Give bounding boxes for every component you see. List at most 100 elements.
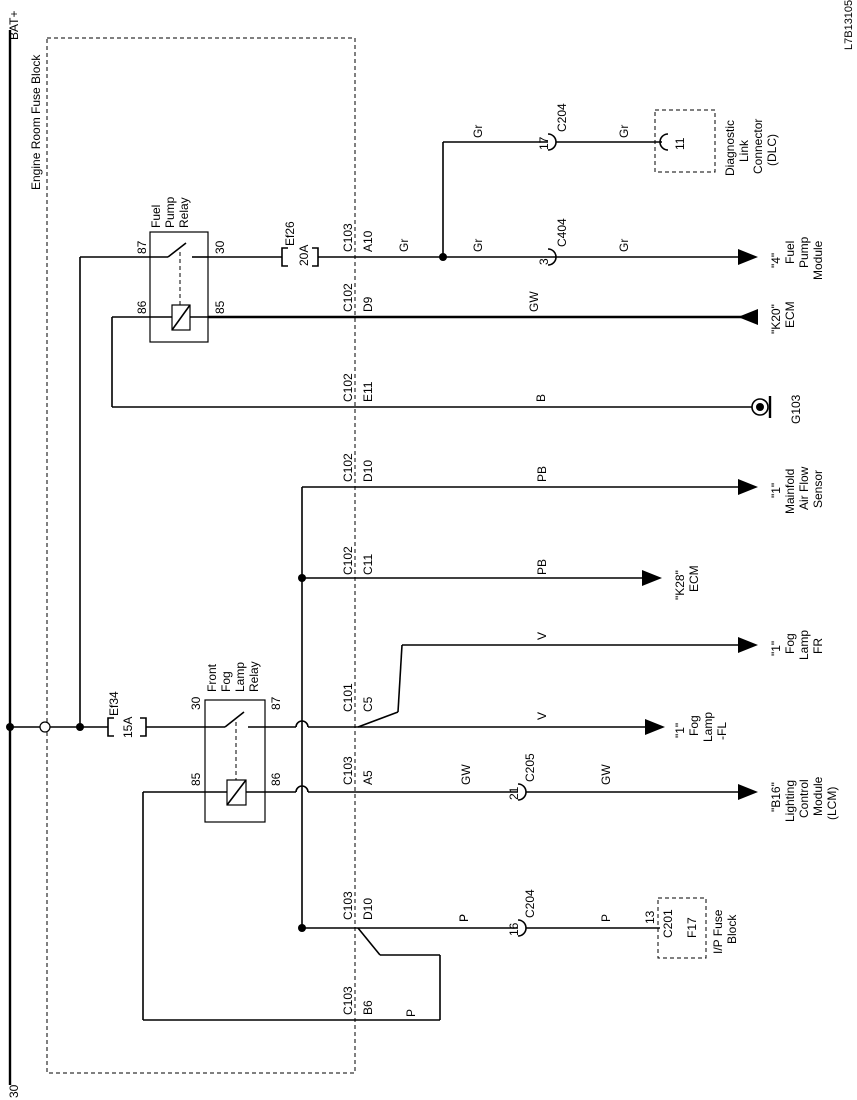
fog-fl-line-3: -FL bbox=[715, 722, 729, 740]
c204-ip-wire-out: P bbox=[599, 914, 613, 922]
fog-fr-ref: "1" bbox=[769, 641, 783, 656]
ecm-k28-ref: "K28" bbox=[673, 570, 687, 600]
fog-relay-pin-86: 86 bbox=[269, 772, 283, 786]
c204-ip-name: C204 bbox=[523, 889, 537, 918]
circuit-1-pin: D9 bbox=[361, 296, 375, 312]
fuel-relay-name-2: Pump bbox=[163, 196, 177, 228]
c404-connector bbox=[547, 248, 557, 266]
maf-arrow-icon bbox=[738, 479, 758, 495]
c404-pin: 3 bbox=[537, 258, 551, 265]
circuit-3-wire: PB bbox=[535, 466, 549, 482]
fuel-relay-name-3: Relay bbox=[177, 197, 191, 228]
fuel-pump-line-1: Fuel bbox=[783, 241, 797, 264]
dlc-pin: 11 bbox=[673, 137, 687, 150]
dlc-line-1: Diagnostic bbox=[723, 120, 737, 176]
ground-name: G103 bbox=[789, 394, 803, 424]
ip-fuse-box bbox=[657, 897, 707, 959]
fuel-pump-line-3: Module bbox=[811, 240, 825, 280]
fog-fl-ref: "1" bbox=[673, 723, 687, 738]
lcm-line-3: Module bbox=[811, 776, 825, 816]
fog-fr-line-2: Lamp bbox=[797, 630, 811, 660]
maf-line-2: Air Flow bbox=[797, 466, 811, 510]
fuel-relay-name-1: Fuel bbox=[149, 205, 163, 228]
fog-relay-pin-30: 30 bbox=[189, 696, 203, 710]
fog-relay-pin-85: 85 bbox=[189, 772, 203, 786]
fog-fr-branch-riser bbox=[397, 644, 403, 713]
ef34-fuse-left bbox=[107, 717, 114, 737]
battery-label: BAT+ bbox=[7, 11, 21, 40]
fog-relay-switch-arm bbox=[224, 711, 245, 728]
circuit-3-pin: D10 bbox=[361, 460, 375, 482]
circuit-8-wire: P bbox=[404, 1009, 418, 1017]
fog-fr-line-1: Fog bbox=[783, 633, 797, 654]
c205-pin: 21 bbox=[507, 786, 521, 800]
fuel-relay-pin-86: 86 bbox=[135, 300, 149, 314]
fuel-pump-ref: "4" bbox=[769, 253, 783, 268]
lcm-ref: "B16" bbox=[769, 782, 783, 812]
lcm-line-2: Control bbox=[797, 779, 811, 818]
fog-relay-crossover-a bbox=[295, 720, 309, 728]
c204-dlc-pin: 17 bbox=[537, 136, 551, 150]
circuit-0-wire: Gr bbox=[397, 239, 411, 252]
c204-dlc-connector bbox=[547, 133, 557, 151]
fuel-relay-pin-87: 87 bbox=[135, 240, 149, 254]
maf-line-1: Mainfold bbox=[783, 469, 797, 514]
c404-wire-in: Gr bbox=[471, 239, 485, 252]
dlc-line-4: (DLC) bbox=[765, 134, 779, 166]
circuit-6-connector: C103 bbox=[341, 756, 355, 785]
ground-icon-center bbox=[756, 403, 764, 411]
fog-relay-pin-87: 87 bbox=[269, 696, 283, 710]
circuit-8-pin: B6 bbox=[361, 1000, 375, 1015]
circuit-2-connector: C102 bbox=[341, 373, 355, 402]
circuit-4-wire: PB bbox=[535, 559, 549, 575]
maf-line-3: Sensor bbox=[811, 470, 825, 508]
fog-fl-line-2: Lamp bbox=[701, 712, 715, 742]
ip-fuse-fuse: F17 bbox=[685, 917, 699, 938]
fuel-relay-pin-30: 30 bbox=[213, 240, 227, 254]
c205-wire-out: GW bbox=[599, 764, 613, 785]
ecm-k20-line-1: ECM bbox=[783, 301, 797, 328]
circuit-7-wire: P bbox=[457, 914, 471, 922]
c404-wire-out: Gr bbox=[617, 239, 631, 252]
circuit-7-connector: C103 bbox=[341, 891, 355, 920]
maf-ref: "1" bbox=[769, 483, 783, 498]
c205-name: C205 bbox=[523, 753, 537, 782]
circuit-6-pin: A5 bbox=[361, 770, 375, 785]
ip-fuse-connector: C201 bbox=[661, 909, 675, 938]
c204-dlc-name: C204 bbox=[555, 103, 569, 132]
fog-relay-name-3: Lamp bbox=[233, 662, 247, 692]
ef34-fuse-right bbox=[140, 717, 147, 737]
fog-relay-name-4: Relay bbox=[247, 661, 261, 692]
dlc-wire-out-label: Gr bbox=[617, 125, 631, 138]
circuit-7-pin: D10 bbox=[361, 898, 375, 920]
circuit-8-connector: C103 bbox=[341, 986, 355, 1015]
circuit-2-pin: E11 bbox=[361, 381, 375, 402]
lcm-line-1: Lighting bbox=[783, 780, 797, 822]
ef26-fuse-right bbox=[312, 247, 319, 267]
ecm-k28-line-1: ECM bbox=[687, 565, 701, 592]
fog-fl-arrow-icon bbox=[645, 719, 665, 735]
lcm-line-4: (LCM) bbox=[825, 787, 839, 820]
fuel-pump-arrow-icon bbox=[738, 249, 758, 265]
ip-fuse-pin: 13 bbox=[643, 910, 657, 924]
c204-ip-connector bbox=[517, 919, 527, 937]
circuit-6-wire: GW bbox=[459, 764, 473, 785]
ip-fuse-line-1: I/P Fuse bbox=[711, 909, 725, 954]
circuit-5-pin: C5 bbox=[361, 696, 375, 712]
battery-number: 30 bbox=[7, 1084, 21, 1098]
c204-ip-pin: 16 bbox=[507, 922, 521, 936]
fuel-relay-pin-85: 85 bbox=[213, 300, 227, 314]
ef26-name: Ef26 bbox=[283, 221, 297, 246]
circuit-5-connector: C101 bbox=[341, 683, 355, 712]
fog-relay-name-1: Front bbox=[205, 663, 219, 692]
figure-id: L7B13105 bbox=[843, 0, 855, 50]
ef26-fuse-left bbox=[281, 247, 288, 267]
ecm-k20-ref: "K20" bbox=[769, 304, 783, 334]
fog-relay-name-2: Fog bbox=[219, 671, 233, 692]
fuse-block-outline bbox=[46, 37, 356, 1074]
fog-fr-line-3: FR bbox=[811, 638, 825, 654]
circuit-0-connector: C103 bbox=[341, 223, 355, 252]
fog-fl-line-1: Fog bbox=[687, 715, 701, 736]
fuel-relay-coil-slash bbox=[171, 304, 191, 331]
